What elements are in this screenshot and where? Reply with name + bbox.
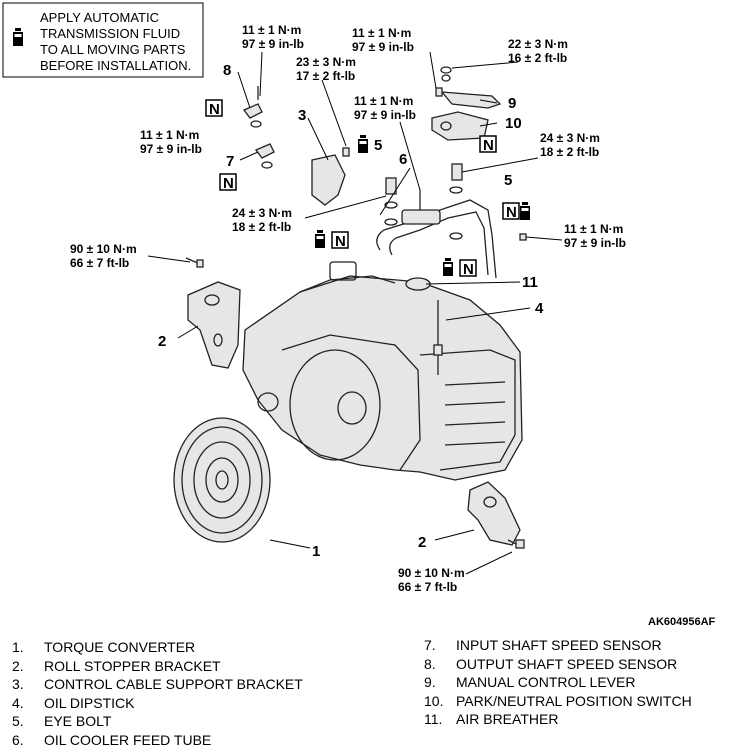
callout-5a: 5 (374, 137, 382, 154)
torque-nm: 11 ± 1 N·m (354, 94, 413, 108)
bolt-t7 (519, 233, 527, 241)
atf-bottle-icon (520, 202, 530, 220)
torque-nm: 22 ± 3 N·m (508, 37, 568, 51)
leader-lines (147, 51, 563, 575)
callout-8: 8 (223, 62, 231, 79)
legend-item: 3.CONTROL CABLE SUPPORT BRACKET (12, 676, 303, 692)
svg-text:N: N (506, 204, 517, 221)
legend-item: 5.EYE BOLT (12, 713, 112, 729)
torque-nm: 90 ± 10 N·m (70, 242, 137, 256)
callout-11: 11 (522, 274, 538, 291)
torque-imp: 97 ± 9 in-lb (564, 236, 626, 250)
manual-control-lever (435, 66, 502, 109)
atf-bottle-icon (315, 230, 325, 248)
n-badge-5-right: N (502, 202, 520, 221)
callout-2b: 2 (418, 534, 426, 551)
note-line-1: APPLY AUTOMATIC (40, 10, 159, 25)
legend-item: 6.OIL COOLER FEED TUBE (12, 731, 212, 748)
torque-imp: 97 ± 9 in-lb (354, 108, 416, 122)
torque-imp: 66 ± 7 ft-lb (398, 580, 457, 594)
transmission-case (242, 261, 523, 481)
torque-imp: 18 ± 2 ft-lb (232, 220, 291, 234)
torque-nm: 24 ± 3 N·m (232, 206, 292, 220)
note-line-3: TO ALL MOVING PARTS (40, 42, 186, 57)
torque-imp: 97 ± 9 in-lb (140, 142, 202, 156)
torque-nm: 11 ± 1 N·m (140, 128, 199, 142)
bolt-bracket-left (185, 257, 204, 268)
atf-bottle-icon (358, 135, 368, 153)
callout-10: 10 (505, 115, 522, 132)
roll-stopper-bracket-right (467, 481, 521, 546)
svg-text:N: N (335, 233, 346, 250)
output-shaft-speed-sensor (242, 86, 263, 128)
atf-bottle-icon (443, 258, 453, 276)
figure-code: AK604956AF (648, 616, 716, 628)
oil-dipstick (433, 300, 443, 375)
torque-imp: 17 ± 2 ft-lb (296, 69, 355, 83)
callout-3: 3 (298, 107, 306, 124)
note-line-2: TRANSMISSION FLUID (40, 26, 180, 41)
callout-6: 6 (399, 151, 407, 168)
callout-9: 9 (508, 95, 516, 112)
n-badge-tube-end: N (459, 259, 477, 278)
n-badge-10: N (479, 135, 497, 154)
torque-nm: 11 ± 1 N·m (564, 222, 623, 236)
n-badge-8: N (205, 99, 223, 118)
roll-stopper-bracket-left (187, 281, 241, 369)
torque-spec-10: 22 ± 3 N·m 16 ± 2 ft-lb (508, 37, 568, 65)
torque-nm: 24 ± 3 N·m (540, 131, 600, 145)
torque-imp: 97 ± 9 in-lb (242, 37, 304, 51)
eye-bolt-right (449, 163, 463, 240)
torque-nm: 90 ± 10 N·m (398, 566, 465, 580)
torque-converter (173, 417, 271, 543)
svg-text:N: N (483, 137, 494, 154)
torque-spec-6: 11 ± 1 N·m 97 ± 9 in-lb (354, 94, 416, 122)
callout-4: 4 (535, 300, 544, 317)
legend-item: 7.INPUT SHAFT SPEED SENSOR (424, 637, 662, 653)
torque-nm: 23 ± 3 N·m (296, 55, 356, 69)
callout-5b: 5 (504, 172, 512, 189)
svg-text:N: N (463, 261, 474, 278)
torque-spec-tube-bolt: 11 ± 1 N·m 97 ± 9 in-lb (564, 222, 626, 250)
torque-spec-3: 23 ± 3 N·m 17 ± 2 ft-lb (296, 55, 356, 83)
n-badge-7: N (219, 173, 237, 192)
callout-1: 1 (312, 543, 320, 560)
legend-item: 2.ROLL STOPPER BRACKET (12, 657, 221, 674)
torque-imp: 66 ± 7 ft-lb (70, 256, 129, 270)
torque-spec-2-left: 90 ± 10 N·m 66 ± 7 ft-lb (70, 242, 137, 270)
torque-spec-9: 11 ± 1 N·m 97 ± 9 in-lb (352, 26, 414, 54)
input-shaft-speed-sensor (254, 143, 275, 169)
legend-right: 7.INPUT SHAFT SPEED SENSOR 8.OUTPUT SHAF… (424, 636, 692, 729)
torque-spec-8: 11 ± 1 N·m 97 ± 9 in-lb (242, 23, 304, 51)
eye-bolt-left (384, 177, 398, 226)
svg-text:N: N (209, 101, 220, 118)
legend-left: 1.TORQUE CONVERTER 2.ROLL STOPPER BRACKE… (12, 638, 303, 749)
control-cable-support-bracket (311, 147, 350, 206)
torque-spec-2-right: 90 ± 10 N·m 66 ± 7 ft-lb (398, 566, 465, 594)
legend-item: 11.AIR BREATHER (424, 711, 559, 727)
torque-nm: 11 ± 1 N·m (352, 26, 411, 40)
torque-spec-5-left: 24 ± 3 N·m 18 ± 2 ft-lb (232, 206, 292, 234)
legend-item: 8.OUTPUT SHAFT SPEED SENSOR (424, 655, 678, 672)
torque-imp: 16 ± 2 ft-lb (508, 51, 567, 65)
svg-text:N: N (223, 175, 234, 192)
n-badge-6: N (331, 231, 349, 250)
legend-item: 1.TORQUE CONVERTER (12, 639, 196, 655)
torque-spec-5-right: 24 ± 3 N·m 18 ± 2 ft-lb (540, 131, 600, 159)
installation-note: APPLY AUTOMATIC TRANSMISSION FLUID TO AL… (2, 2, 204, 78)
torque-nm: 11 ± 1 N·m (242, 23, 301, 37)
callout-2a: 2 (158, 333, 166, 350)
oil-cooler-feed-tube (376, 190, 497, 279)
legend-item: 10.PARK/NEUTRAL POSITION SWITCH (424, 692, 692, 709)
bolt-bracket-right (507, 539, 525, 549)
legend-item: 4.OIL DIPSTICK (12, 694, 135, 711)
torque-spec-7: 11 ± 1 N·m 97 ± 9 in-lb (140, 128, 202, 156)
note-line-4: BEFORE INSTALLATION. (40, 58, 191, 73)
torque-imp: 18 ± 2 ft-lb (540, 145, 599, 159)
torque-imp: 97 ± 9 in-lb (352, 40, 414, 54)
callout-7: 7 (226, 153, 234, 170)
legend-item: 9.MANUAL CONTROL LEVER (424, 674, 636, 690)
